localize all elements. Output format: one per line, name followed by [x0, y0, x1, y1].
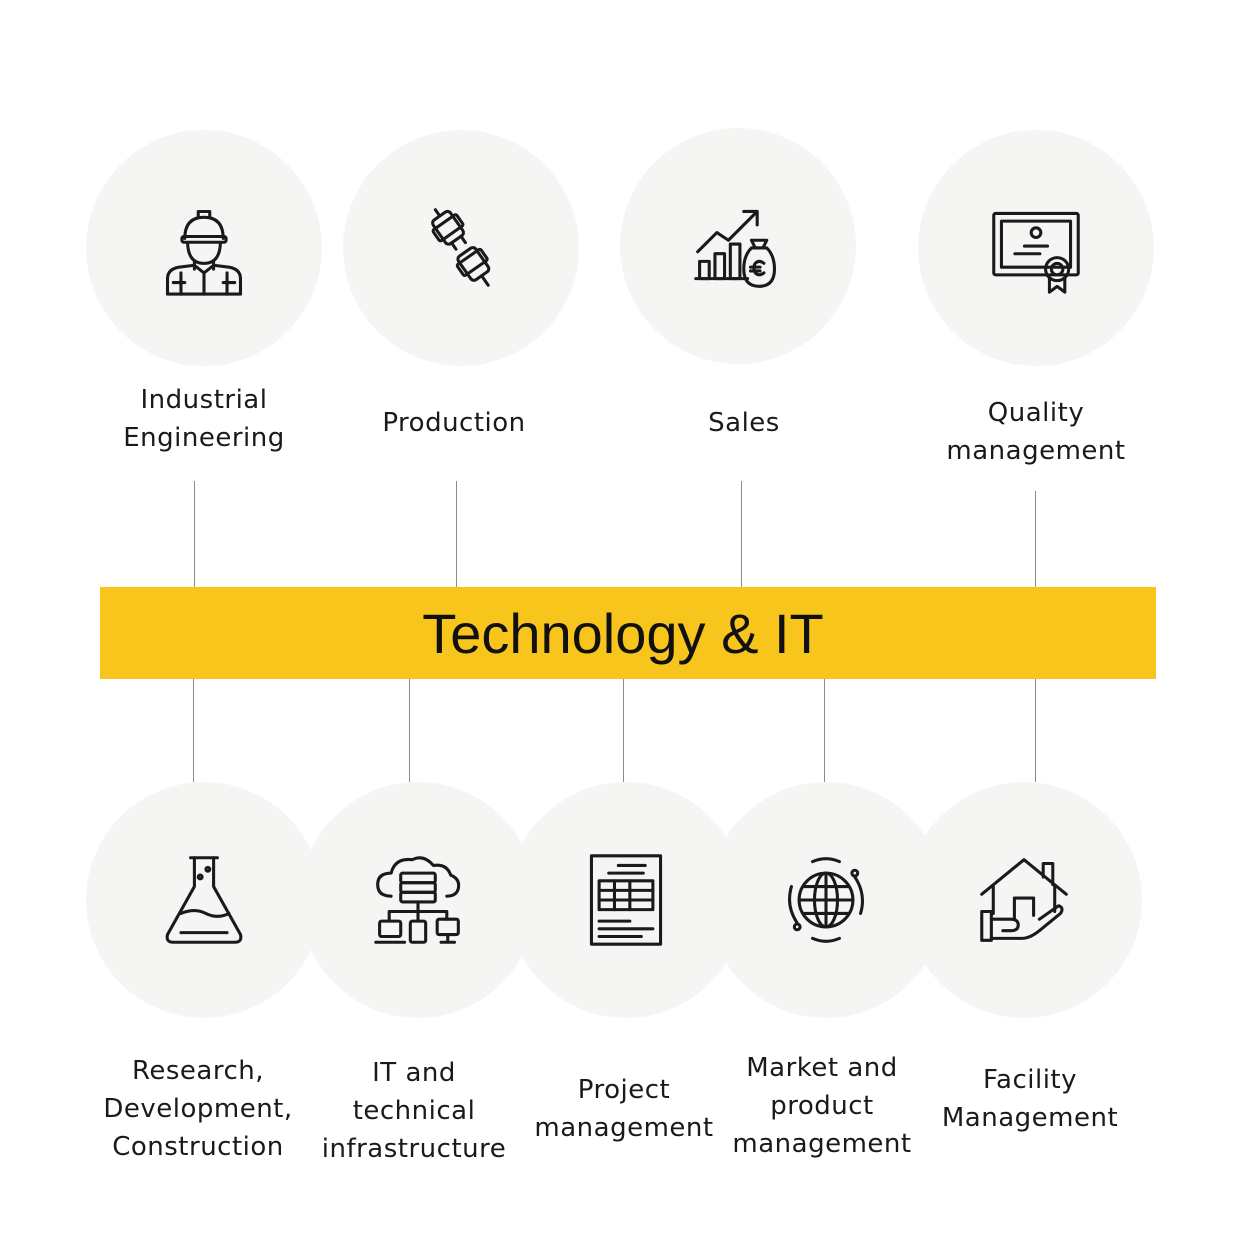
- center-band: Technology & IT: [100, 587, 1156, 679]
- circle-project-management: [508, 782, 744, 1018]
- connector-line: [1035, 491, 1036, 587]
- label-market-product: Market and product management: [732, 1053, 912, 1159]
- connector-line: [623, 679, 624, 782]
- label-industrial-engineering: Industrial Engineering: [123, 385, 285, 453]
- globe-icon: [778, 852, 874, 948]
- house-hand-icon: [976, 852, 1072, 948]
- circle-research: [86, 782, 322, 1018]
- sales-chart-euro-icon: [690, 198, 786, 294]
- connector-line: [194, 481, 195, 587]
- connector-line: [1035, 679, 1036, 782]
- circle-industrial-engineering: [86, 130, 322, 366]
- circle-sales: [620, 128, 856, 364]
- connector-line: [456, 481, 457, 587]
- circle-market-product: [708, 782, 944, 1018]
- circle-it-infrastructure: [300, 782, 536, 1018]
- circle-quality-management: [918, 130, 1154, 366]
- certificate-icon: [988, 200, 1084, 296]
- label-research: Research, Development, Construction: [103, 1056, 293, 1162]
- center-title: Technology & IT: [422, 601, 824, 665]
- circle-facility-management: [906, 782, 1142, 1018]
- cloud-network-icon: [370, 852, 466, 948]
- flask-icon: [156, 852, 252, 948]
- label-facility-management: Facility Management: [941, 1065, 1119, 1133]
- document-table-icon: [578, 852, 674, 948]
- connector-plug-icon: [413, 200, 509, 296]
- worker-helmet-icon: [156, 200, 252, 296]
- label-production: Production: [382, 408, 526, 438]
- circle-production: [343, 130, 579, 366]
- connector-line: [193, 679, 194, 782]
- connector-line: [741, 481, 742, 587]
- label-project-management: Project management: [534, 1075, 714, 1143]
- label-sales: Sales: [708, 408, 780, 438]
- connector-line: [824, 679, 825, 782]
- label-quality-management: Quality management: [946, 398, 1126, 466]
- label-it-infrastructure: IT and technical infrastructure: [321, 1058, 507, 1164]
- connector-line: [409, 679, 410, 782]
